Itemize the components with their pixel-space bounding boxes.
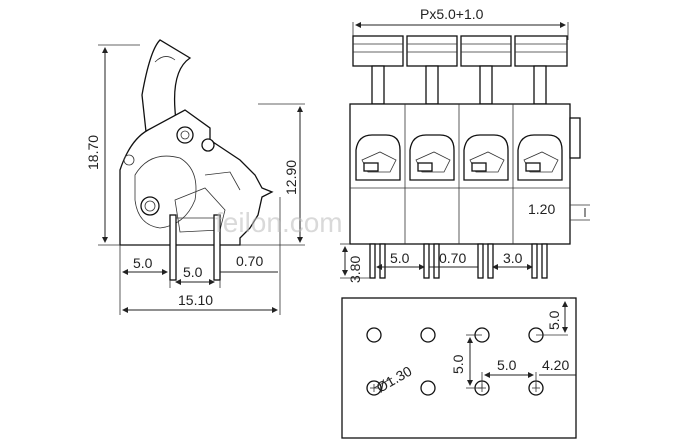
- dim-horizontal-pitch-label: 5.0: [497, 357, 517, 373]
- dim-pin-width-label: 0.70: [236, 253, 263, 269]
- side-pin-2: [213, 214, 221, 281]
- lever: [141, 39, 192, 151]
- pcb-outline: [341, 297, 577, 439]
- front-pins: [369, 243, 548, 279]
- pcb-hole: [420, 380, 436, 396]
- dim-pin-spacing-label: 3.0: [503, 250, 523, 266]
- watermark: feilon.com: [215, 207, 343, 238]
- front-view: Px5.0+1.0: [340, 6, 590, 283]
- pcb-hole: [366, 327, 382, 343]
- dim-pin-height-label: 12.90: [283, 160, 299, 195]
- pcb-hole: [420, 327, 436, 343]
- pcb-layout: Ø1.30 5.0 5.0 5.0 4.20: [341, 297, 577, 439]
- dim-pin-length-label: 3.80: [347, 256, 363, 283]
- dim-offset-label: 1.20: [528, 201, 555, 217]
- dim-height-label: 18.70: [85, 135, 101, 170]
- front-levers: [352, 35, 568, 105]
- dim-inner-pitch-label: 5.0: [183, 264, 203, 280]
- side-view: 18.70 12.90 5.0 5.0 0.70 15.10: [85, 39, 305, 315]
- dim-row-spacing-label: 5.0: [450, 354, 466, 374]
- dim-vertical-pitch-label: 5.0: [546, 310, 562, 330]
- side-pin-1: [169, 214, 177, 281]
- dim-left-pitch-label: 5.0: [133, 255, 153, 271]
- dim-front-pin-width-label: 0.70: [439, 250, 466, 266]
- dim-width-label: Px5.0+1.0: [420, 6, 484, 22]
- dim-edge-offset-label: 4.20: [542, 357, 569, 373]
- dim-front-pitch-label: 5.0: [390, 250, 410, 266]
- dim-overall-depth-label: 15.10: [178, 292, 213, 308]
- clamp-openings: [355, 134, 563, 181]
